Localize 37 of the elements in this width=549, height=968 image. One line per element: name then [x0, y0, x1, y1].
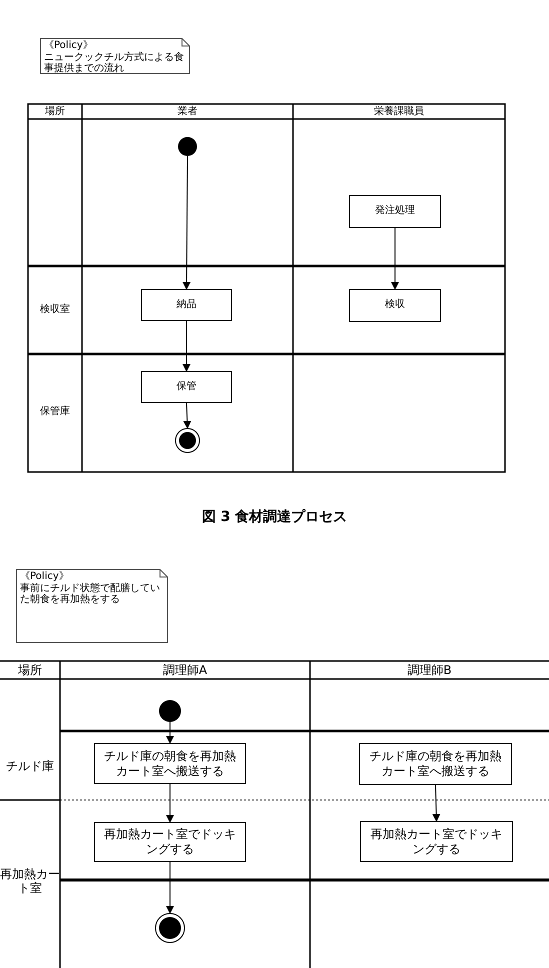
figure-caption: 図 3 食材調達プロセス: [202, 508, 348, 527]
note: [16, 569, 168, 643]
row-header: 再加熱カート室: [0, 866, 60, 896]
activity-box: 保管: [141, 371, 232, 403]
end-node: [155, 913, 185, 943]
arrow: [182, 156, 191, 290]
arrow: [432, 784, 440, 822]
arrow: [166, 784, 174, 823]
column-header: 調理師B: [407, 662, 452, 678]
end-node: [175, 428, 200, 453]
column-header: 場所: [45, 106, 65, 118]
arrow: [166, 862, 174, 914]
row-header: 検収室: [40, 304, 70, 316]
activity-box: 再加熱カート室でドッキングする: [94, 822, 246, 862]
activity-box: 納品: [141, 289, 232, 321]
arrow: [166, 722, 174, 744]
activity-box: 検収: [349, 289, 441, 322]
note-text: ニュークックチル方式による食事提供までの流れ: [44, 52, 185, 74]
activity-box: 再加熱カート室でドッキングする: [360, 821, 513, 862]
activity-box: チルド庫の朝食を再加熱カート室へ搬送する: [94, 743, 246, 784]
note-text: 事前にチルド状態で配膳していた朝食を再加熱をする: [20, 582, 161, 606]
note: [40, 38, 190, 74]
row-header: チルド庫: [6, 758, 54, 774]
start-node: [178, 137, 197, 156]
activity-box: 発注処理: [349, 195, 441, 228]
arrow: [391, 228, 399, 290]
arrow: [183, 402, 192, 429]
stereotype-text: 《Policy》: [44, 40, 94, 52]
column-header: 場所: [18, 662, 42, 678]
column-header: 調理師A: [162, 662, 208, 678]
start-node: [159, 700, 181, 722]
column-header: 栄養課職員: [374, 106, 424, 118]
stereotype-text: 《Policy》: [20, 571, 70, 582]
column-header: 業者: [178, 106, 198, 118]
row-header: 保管庫: [40, 406, 70, 418]
activity-box: チルド庫の朝食を再加熱カート室へ搬送する: [359, 743, 512, 785]
arrow: [182, 320, 190, 372]
